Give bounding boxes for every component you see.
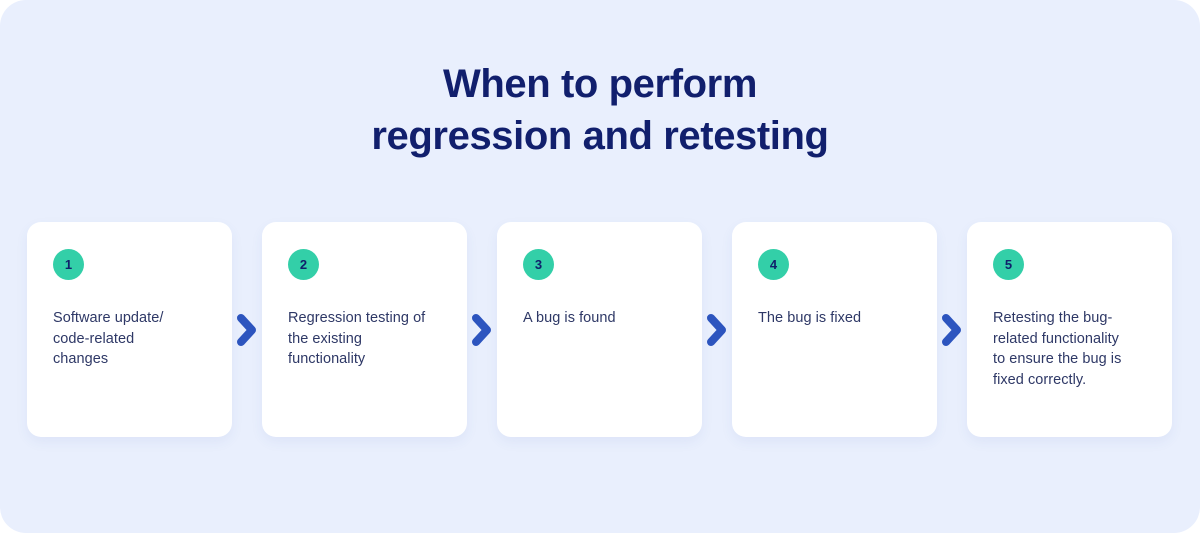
page-title: When to perform regression and retesting bbox=[0, 58, 1200, 162]
step-text-4: The bug is fixed bbox=[758, 310, 862, 326]
chevron-right-icon bbox=[472, 313, 491, 346]
page-title-line-1: When to perform bbox=[443, 62, 757, 106]
chevron-right-icon bbox=[707, 313, 726, 346]
step-card-1: 1 Software update/ code-related changes bbox=[27, 222, 232, 437]
step-arrow-3 bbox=[702, 222, 732, 437]
process-steps-row: 1 Software update/ code-related changes … bbox=[27, 222, 1173, 437]
step-text-2: Regression testing of the existing funct… bbox=[288, 310, 426, 367]
step-card-4: 4 The bug is fixed bbox=[732, 222, 937, 437]
chevron-right-icon bbox=[942, 313, 961, 346]
step-badge-2: 2 bbox=[288, 249, 319, 280]
step-text-3: A bug is found bbox=[523, 310, 616, 326]
step-card-5: 5 Retesting the bug- related functionali… bbox=[967, 222, 1172, 437]
step-arrow-4 bbox=[937, 222, 967, 437]
page-title-line-2: regression and retesting bbox=[371, 114, 829, 158]
step-badge-3: 3 bbox=[523, 249, 554, 280]
step-text-5: Retesting the bug- related functionality… bbox=[993, 310, 1122, 388]
step-arrow-1 bbox=[232, 222, 262, 437]
step-badge-5: 5 bbox=[993, 249, 1024, 280]
step-text-1: Software update/ code-related changes bbox=[53, 310, 164, 367]
step-badge-1: 1 bbox=[53, 249, 84, 280]
step-badge-4: 4 bbox=[758, 249, 789, 280]
step-arrow-2 bbox=[467, 222, 497, 437]
chevron-right-icon bbox=[237, 313, 256, 346]
step-card-3: 3 A bug is found bbox=[497, 222, 702, 437]
step-card-2: 2 Regression testing of the existing fun… bbox=[262, 222, 467, 437]
